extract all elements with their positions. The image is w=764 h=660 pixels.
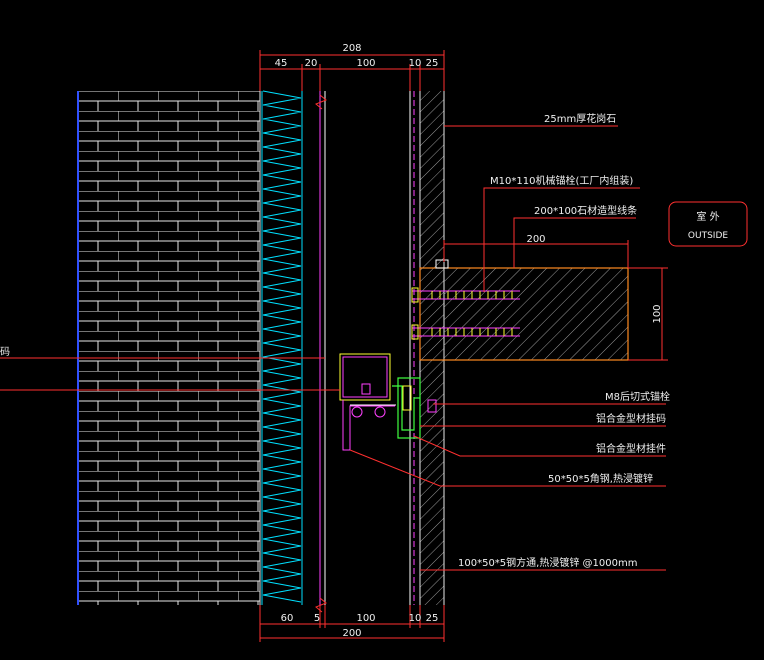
dim-top-seg3: 100: [356, 58, 375, 69]
dim-top-total: 208: [342, 43, 361, 54]
leaders: [349, 125, 666, 571]
label-alu-pendant: 铝合金型材挂件: [596, 442, 666, 455]
outside-cn: 室 外: [696, 210, 719, 223]
outside-box: 室 外 OUTSIDE: [668, 201, 748, 247]
dim-top-seg4: 10: [409, 58, 422, 69]
label-anchor-bolt: M10*110机械锚栓(工厂内组装): [490, 174, 633, 187]
stone-ledge: [419, 259, 629, 361]
dim-ledge-width: 200: [526, 234, 545, 245]
dim-bottom-total: 200: [342, 628, 361, 639]
anchor-bolts: [411, 287, 520, 340]
label-stone: 25mm厚花岗石: [544, 112, 616, 125]
brick-wall: [77, 91, 261, 605]
label-angle-steel: 50*50*5角钢,热浸镀锌: [548, 472, 653, 485]
dim-top-seg2: 20: [305, 58, 318, 69]
dim-bottom-seg4: 10: [409, 613, 422, 624]
bottom-dimension: [259, 605, 445, 642]
aluminium-hanger: [392, 377, 421, 439]
ledge-dimension: [443, 240, 668, 361]
label-stone-line: 200*100石材造型线条: [534, 204, 637, 217]
left-cut-label: 码: [0, 346, 10, 358]
dim-bottom-seg5: 25: [426, 613, 439, 624]
top-dimension: [259, 50, 445, 91]
dim-ledge-height: 100: [652, 304, 663, 323]
dim-bottom-seg1: 60: [281, 613, 294, 624]
dim-top-seg5: 25: [426, 58, 439, 69]
cavity-lines: [315, 91, 415, 613]
outside-en: OUTSIDE: [688, 231, 728, 241]
label-m8-bolt: M8后切式锚栓: [605, 390, 670, 403]
label-alu-hanger: 铝合金型材挂码: [596, 412, 666, 425]
dim-bottom-seg3: 100: [356, 613, 375, 624]
dim-top-seg1: 45: [275, 58, 288, 69]
steel-square-tube: [339, 353, 391, 401]
m8-bolt: [350, 383, 437, 418]
dim-bottom-seg2: 5: [314, 613, 320, 624]
label-square-tube: 100*50*5钢方通,热浸镀锌 @1000mm: [458, 556, 637, 569]
insulation-layer: [261, 90, 303, 605]
anchor-bolt-lower: [411, 324, 520, 340]
granite-cladding: [419, 91, 445, 605]
anchor-bolt-upper: [411, 287, 520, 303]
angle-steel: [342, 400, 395, 451]
